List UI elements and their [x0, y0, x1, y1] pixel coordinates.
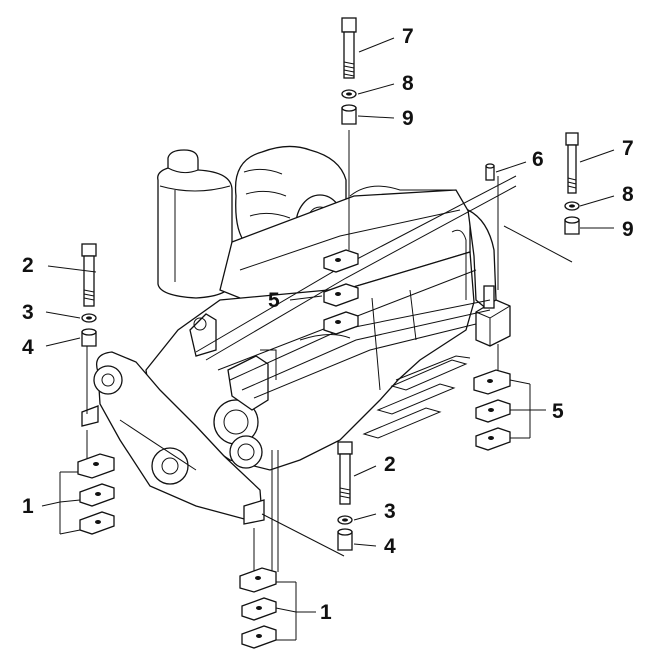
washer-icon — [341, 89, 357, 99]
shim-plate-icon — [475, 399, 511, 423]
spacer-collar-icon — [337, 528, 353, 551]
callout-1-left: 1 — [22, 495, 34, 518]
bolt-icon — [565, 132, 579, 194]
washer-icon — [337, 515, 353, 525]
shim-plate-icon — [77, 453, 115, 479]
shim-plate-icon — [79, 483, 115, 507]
callout-labels: 7 8 9 6 7 8 9 2 3 4 5 5 1 2 3 4 1 — [22, 25, 634, 624]
spacer-collar-icon — [81, 328, 97, 347]
callout-8-right: 8 — [622, 183, 634, 206]
callout-3-bottom: 3 — [384, 500, 396, 523]
callout-1-bottom: 1 — [320, 601, 332, 624]
spacer-collar-icon — [341, 104, 357, 125]
callout-9-right: 9 — [622, 218, 634, 241]
callout-7-top: 7 — [402, 25, 414, 48]
shim-plate-icon — [323, 249, 359, 273]
mount-pad-icons — [362, 355, 471, 439]
washer-icon — [564, 201, 580, 211]
bolt-icon — [81, 243, 97, 307]
bolt-icon — [341, 17, 357, 79]
callout-5-right: 5 — [552, 400, 564, 423]
callout-4-bottom: 4 — [384, 535, 396, 558]
leader-lines — [41, 37, 615, 641]
spacer-collar-icon — [564, 216, 580, 235]
callout-6: 6 — [532, 148, 544, 171]
bolt-icon — [337, 441, 353, 505]
pin-icon — [485, 163, 495, 181]
shim-plate-icon — [239, 567, 277, 593]
callout-2-left: 2 — [22, 254, 34, 277]
shim-plate-icon — [241, 625, 277, 649]
shim-plate-icon — [475, 427, 511, 451]
shim-plate-icon — [473, 369, 511, 395]
shim-plate-icon — [323, 283, 359, 307]
callout-7-right: 7 — [622, 137, 634, 160]
shim-plate-icon — [323, 311, 359, 335]
washer-icon — [81, 313, 97, 323]
callout-9-top: 9 — [402, 107, 414, 130]
shim-plate-icon — [79, 511, 115, 535]
shim-plate-icon — [241, 597, 277, 621]
callout-5-center: 5 — [268, 289, 280, 312]
shim-plates — [77, 249, 511, 649]
callout-4-left: 4 — [22, 336, 34, 359]
callout-8-top: 8 — [402, 72, 414, 95]
callout-3-left: 3 — [22, 301, 34, 324]
front-support-bracket-icon — [81, 351, 265, 525]
callout-2-bottom: 2 — [384, 453, 396, 476]
engine-block-icon — [145, 145, 497, 471]
